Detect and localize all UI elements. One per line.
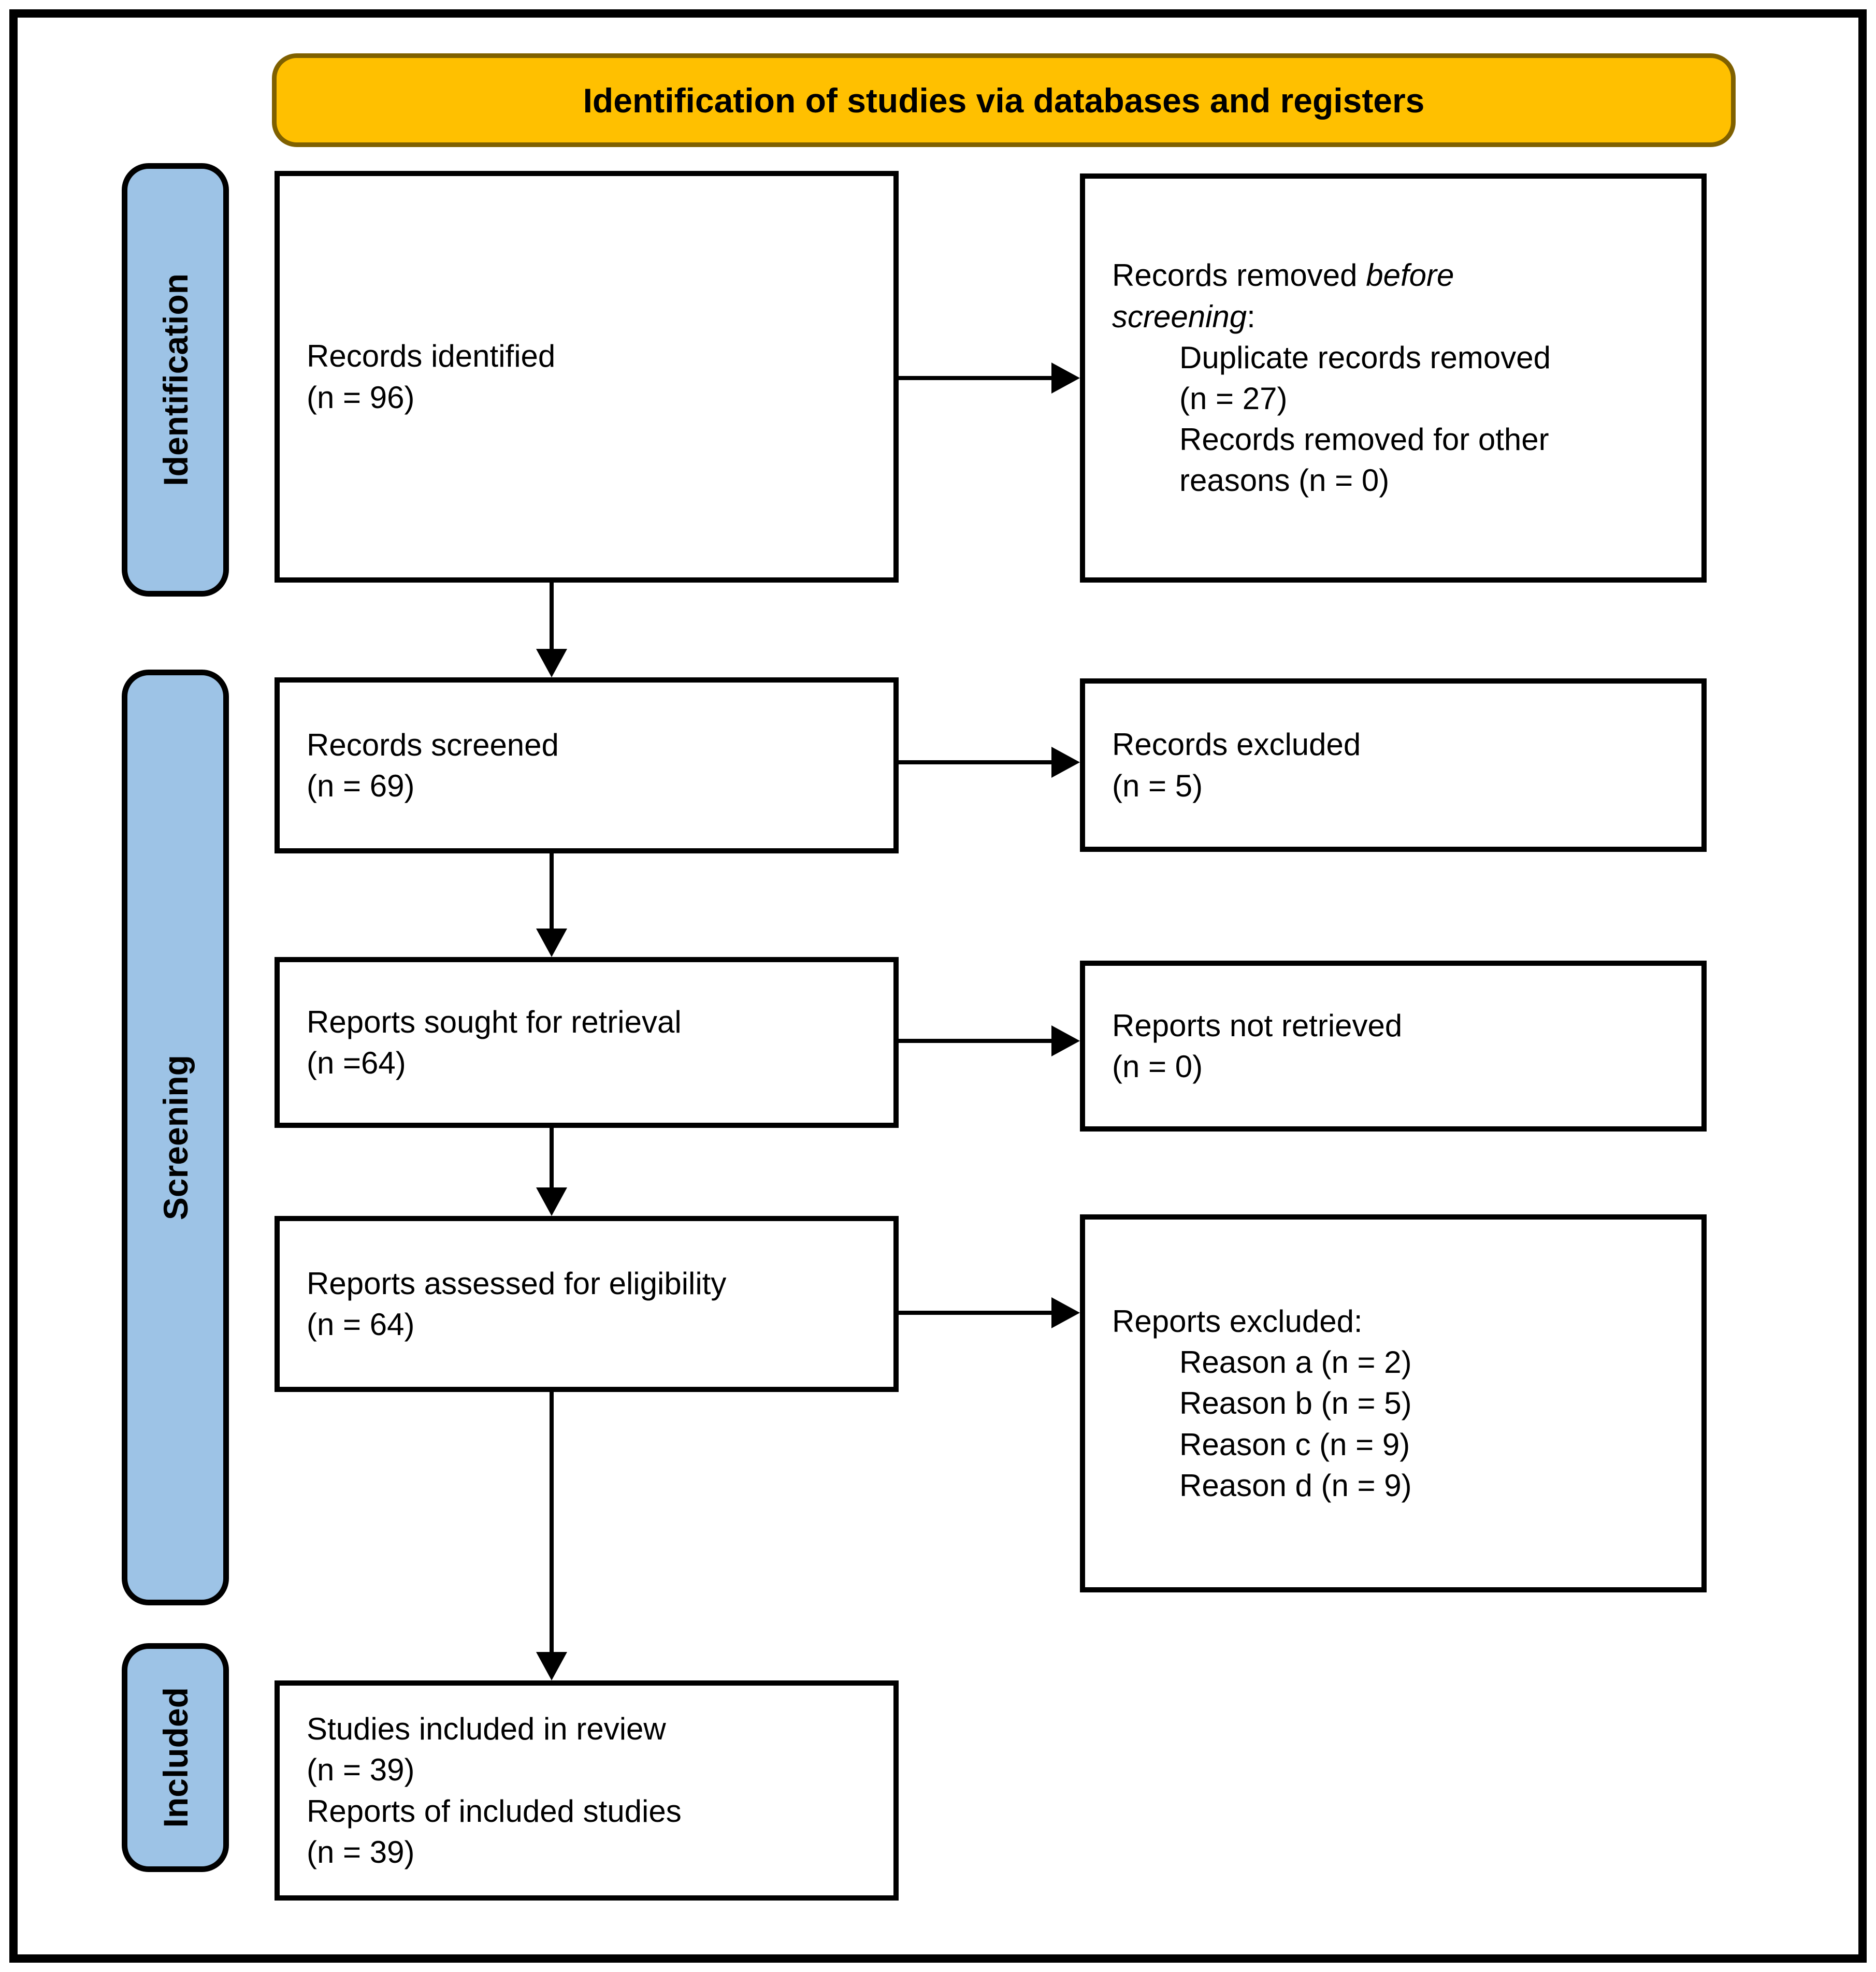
box-line: Reports not retrieved (1112, 1008, 1403, 1043)
removed-title-prefix: Records removed (1112, 258, 1366, 293)
box-reports-not-retrieved: Reports not retrieved (n = 0) (1080, 961, 1707, 1132)
arrow-assessed-to-reports-excluded (899, 1311, 1054, 1315)
arrow-sought-to-not-retrieved (899, 1039, 1054, 1043)
box-line: (n =64) (307, 1046, 406, 1080)
stage-label-identification: Identification (156, 273, 195, 486)
box-line: Records excluded (1112, 727, 1361, 762)
box-reports-excluded: Reports excluded: Reason a (n = 2) Reaso… (1080, 1214, 1707, 1592)
box-line: (n = 5) (1112, 768, 1203, 803)
stage-label-included: Included (156, 1687, 195, 1828)
arrowhead-right-icon (1051, 1297, 1080, 1328)
stage-bar-identification: Identification (122, 163, 229, 597)
arrowhead-down-icon (536, 929, 567, 957)
box-line: Studies included in review (307, 1712, 666, 1747)
box-line: Records removed before screening: (1112, 255, 1526, 337)
arrow-sought-to-assessed (550, 1128, 554, 1188)
arrowhead-down-icon (536, 649, 567, 677)
title-banner: Identification of studies via databases … (272, 53, 1736, 147)
arrow-identified-to-removed (899, 376, 1054, 380)
arrowhead-down-icon (536, 1187, 567, 1216)
outer-border (9, 9, 1867, 1963)
removed-title-suffix: : (1247, 299, 1256, 334)
box-records-identified: Records identified (n = 96) (275, 171, 899, 583)
box-line: (n = 39) (307, 1834, 415, 1869)
box-reports-sought: Reports sought for retrieval (n =64) (275, 957, 899, 1128)
stage-label-screening: Screening (156, 1054, 195, 1221)
arrow-screened-to-sought (550, 853, 554, 930)
stage-bar-included: Included (122, 1643, 229, 1872)
arrowhead-right-icon (1051, 747, 1080, 778)
box-line: Reports sought for retrieval (307, 1004, 682, 1039)
arrow-assessed-to-included (550, 1392, 554, 1653)
box-line: Reports of included studies (307, 1793, 682, 1829)
box-records-removed: Records removed before screening: Duplic… (1080, 173, 1707, 583)
stage-bar-screening: Screening (122, 670, 229, 1605)
box-line: Records identified (307, 339, 556, 374)
box-line: (n = 96) (307, 380, 415, 415)
box-records-excluded: Records excluded (n = 5) (1080, 678, 1707, 852)
arrow-identified-to-screened (550, 583, 554, 650)
box-line: (n = 69) (307, 769, 415, 803)
box-records-screened: Records screened (n = 69) (275, 677, 899, 853)
box-line: (n = 39) (307, 1752, 415, 1788)
arrow-screened-to-excluded (899, 760, 1054, 764)
box-reports-assessed: Reports assessed for eligibility (n = 64… (275, 1216, 899, 1392)
box-line: Records screened (307, 727, 559, 762)
box-line: Reason d (n = 9) (1179, 1468, 1412, 1503)
box-line: Reports assessed for eligibility (307, 1266, 727, 1301)
title-banner-label: Identification of studies via databases … (583, 81, 1425, 120)
box-line: reasons (n = 0) (1179, 463, 1390, 498)
box-line: Reason b (n = 5) (1179, 1386, 1412, 1421)
box-studies-included: Studies included in review (n = 39) Repo… (275, 1680, 899, 1901)
box-line: (n = 64) (307, 1307, 415, 1342)
box-line: Records removed for other (1179, 422, 1549, 457)
arrowhead-right-icon (1051, 1025, 1080, 1056)
box-line: (n = 0) (1112, 1049, 1203, 1084)
removed-title-italic: before screening (1112, 258, 1454, 334)
box-line: (n = 27) (1179, 381, 1288, 416)
arrowhead-right-icon (1051, 363, 1080, 394)
box-line: Reports excluded: (1112, 1304, 1363, 1339)
arrowhead-down-icon (536, 1652, 567, 1680)
box-line: Reason a (n = 2) (1179, 1345, 1412, 1380)
box-line: Duplicate records removed (1179, 340, 1551, 375)
box-line: Reason c (n = 9) (1179, 1427, 1410, 1462)
